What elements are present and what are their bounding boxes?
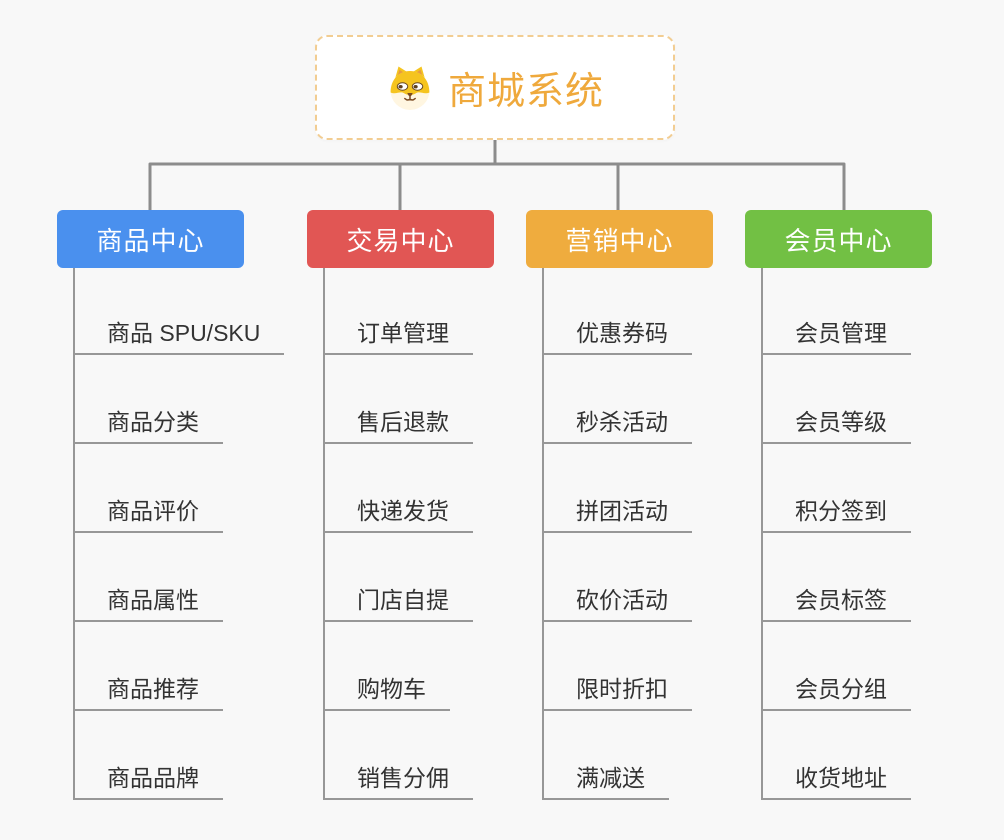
child-row: 商品 SPU/SKU bbox=[57, 268, 317, 355]
branch-header-marketing[interactable]: 营销中心 bbox=[526, 210, 713, 268]
branch-trade-center: 交易中心 订单管理 售后退款 快递发货 门店自提 购物车 销售分佣 bbox=[307, 210, 494, 800]
child-row: 砍价活动 bbox=[526, 533, 786, 622]
branch-children: 优惠券码 秒杀活动 拼团活动 砍价活动 限时折扣 满减送 bbox=[526, 268, 786, 800]
branch-header-product[interactable]: 商品中心 bbox=[57, 210, 244, 268]
child-row: 会员分组 bbox=[745, 622, 1004, 711]
branch-header-trade[interactable]: 交易中心 bbox=[307, 210, 494, 268]
child-row: 秒杀活动 bbox=[526, 355, 786, 444]
child-node[interactable]: 销售分佣 bbox=[323, 759, 473, 800]
child-row: 快递发货 bbox=[307, 444, 567, 533]
child-node[interactable]: 拼团活动 bbox=[542, 492, 692, 533]
branch-label: 交易中心 bbox=[346, 225, 455, 256]
child-row: 优惠券码 bbox=[526, 268, 786, 355]
child-node[interactable]: 限时折扣 bbox=[542, 670, 692, 711]
child-row: 拼团活动 bbox=[526, 444, 786, 533]
branch-label: 会员中心 bbox=[784, 225, 893, 256]
child-row: 门店自提 bbox=[307, 533, 567, 622]
child-node[interactable]: 优惠券码 bbox=[542, 314, 692, 355]
child-node[interactable]: 售后退款 bbox=[323, 403, 473, 444]
child-row: 商品属性 bbox=[57, 533, 317, 622]
child-node[interactable]: 商品品牌 bbox=[73, 759, 223, 800]
branch-label: 商品中心 bbox=[96, 225, 205, 256]
child-row: 会员等级 bbox=[745, 355, 1004, 444]
child-node[interactable]: 快递发货 bbox=[323, 492, 473, 533]
child-node[interactable]: 购物车 bbox=[323, 670, 450, 711]
child-node[interactable]: 门店自提 bbox=[323, 581, 473, 622]
child-node[interactable]: 会员管理 bbox=[761, 314, 911, 355]
child-node[interactable]: 会员等级 bbox=[761, 403, 911, 444]
branch-product-center: 商品中心 商品 SPU/SKU 商品分类 商品评价 商品属性 商品推荐 商品品牌 bbox=[57, 210, 285, 800]
child-row: 订单管理 bbox=[307, 268, 567, 355]
child-node[interactable]: 砍价活动 bbox=[542, 581, 692, 622]
child-row: 销售分佣 bbox=[307, 711, 567, 800]
branch-member-center: 会员中心 会员管理 会员等级 积分签到 会员标签 会员分组 收货地址 bbox=[745, 210, 932, 800]
branch-children: 会员管理 会员等级 积分签到 会员标签 会员分组 收货地址 bbox=[745, 268, 1004, 800]
child-row: 收货地址 bbox=[745, 711, 1004, 800]
child-row: 购物车 bbox=[307, 622, 567, 711]
child-row: 会员管理 bbox=[745, 268, 1004, 355]
child-row: 会员标签 bbox=[745, 533, 1004, 622]
branch-label: 营销中心 bbox=[565, 225, 674, 256]
child-row: 满减送 bbox=[526, 711, 786, 800]
child-row: 积分签到 bbox=[745, 444, 1004, 533]
child-row: 商品品牌 bbox=[57, 711, 317, 800]
root-node[interactable]: 商城系统 bbox=[315, 35, 675, 140]
branch-children: 商品 SPU/SKU 商品分类 商品评价 商品属性 商品推荐 商品品牌 bbox=[57, 268, 317, 800]
child-node[interactable]: 商品推荐 bbox=[73, 670, 223, 711]
child-node[interactable]: 订单管理 bbox=[323, 314, 473, 355]
connector-path bbox=[148, 140, 846, 210]
root-title: 商城系统 bbox=[447, 71, 604, 113]
child-node[interactable]: 秒杀活动 bbox=[542, 403, 692, 444]
child-node[interactable]: 商品 SPU/SKU bbox=[73, 314, 285, 355]
child-node[interactable]: 会员分组 bbox=[761, 670, 911, 711]
child-node[interactable]: 满减送 bbox=[542, 759, 669, 800]
child-row: 商品评价 bbox=[57, 444, 317, 533]
child-node[interactable]: 商品评价 bbox=[73, 492, 223, 533]
branch-children: 订单管理 售后退款 快递发货 门店自提 购物车 销售分佣 bbox=[307, 268, 567, 800]
branch-header-member[interactable]: 会员中心 bbox=[745, 210, 932, 268]
child-row: 商品分类 bbox=[57, 355, 317, 444]
child-row: 限时折扣 bbox=[526, 622, 786, 711]
child-node[interactable]: 商品分类 bbox=[73, 403, 223, 444]
branch-marketing-center: 营销中心 优惠券码 秒杀活动 拼团活动 砍价活动 限时折扣 满减送 bbox=[526, 210, 713, 800]
child-row: 售后退款 bbox=[307, 355, 567, 444]
child-node[interactable]: 商品属性 bbox=[73, 581, 223, 622]
shiba-dog-icon bbox=[390, 66, 430, 110]
child-row: 商品推荐 bbox=[57, 622, 317, 711]
child-node[interactable]: 会员标签 bbox=[761, 581, 911, 622]
child-node[interactable]: 积分签到 bbox=[761, 492, 911, 533]
child-node[interactable]: 收货地址 bbox=[761, 759, 911, 800]
